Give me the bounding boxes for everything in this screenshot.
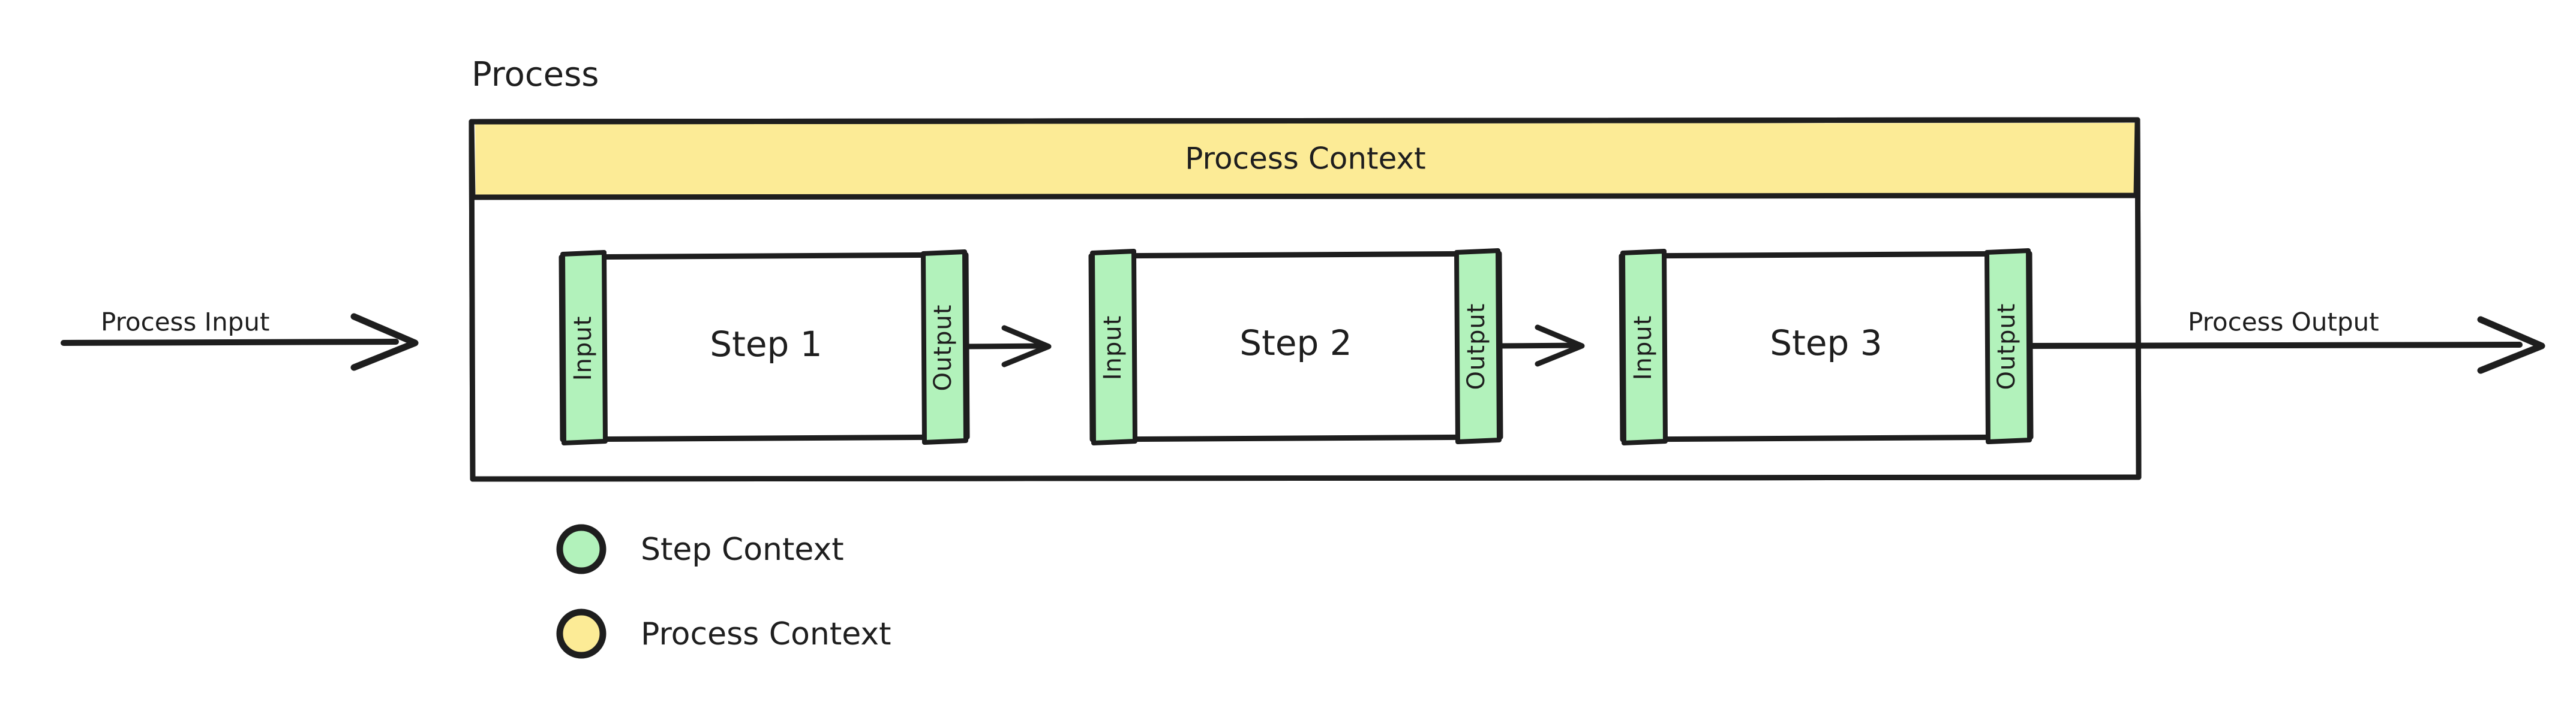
legend-item-process-context: Process Context xyxy=(556,608,891,659)
page-title: Process xyxy=(472,55,599,94)
legend-swatch-step-context xyxy=(560,528,603,571)
step-2-output-label: Output xyxy=(1463,303,1490,390)
process-context-label: Process Context xyxy=(1185,141,1425,176)
step-2-output-bar: Output xyxy=(1454,248,1502,444)
step-1-output-bar: Output xyxy=(921,249,968,445)
process-output-edge: Process Output xyxy=(2028,308,2545,374)
step-1-title: Step 1 xyxy=(710,324,822,364)
step-box-3[interactable]: Input Output Step 3 xyxy=(1619,248,2034,445)
step-3-output-bar: Output xyxy=(1984,248,2032,444)
step-box-1[interactable]: Input Output Step 1 xyxy=(559,249,970,445)
legend: Step Context Process Context xyxy=(556,524,891,659)
process-input-label: Process Input xyxy=(101,308,269,337)
step-1-output-label: Output xyxy=(929,305,957,391)
step-1-input-label: Input xyxy=(569,316,597,381)
legend-item-step-context: Step Context xyxy=(556,524,844,574)
connector-arrow-1 xyxy=(964,325,1052,367)
step-box-2[interactable]: Input Output Step 2 xyxy=(1088,248,1503,445)
step-3-title: Step 3 xyxy=(1770,323,1882,363)
legend-swatch-process-context xyxy=(560,612,603,655)
process-input-edge: Process Input xyxy=(61,308,419,371)
process-output-label: Process Output xyxy=(2188,308,2379,337)
step-2-title: Step 2 xyxy=(1239,323,1352,363)
step-2-input-label: Input xyxy=(1099,315,1127,381)
connector-arrow-2 xyxy=(1497,324,1585,367)
step-3-output-label: Output xyxy=(1993,303,2020,390)
legend-label-process-context: Process Context xyxy=(641,616,891,652)
step-3-input-bar: Input xyxy=(1620,249,1668,445)
process-context-band: Process Context xyxy=(469,117,2140,200)
step-3-input-label: Input xyxy=(1629,315,1657,381)
step-1-input-bar: Input xyxy=(560,250,608,445)
step-2-input-bar: Input xyxy=(1090,249,1137,445)
legend-label-step-context: Step Context xyxy=(641,532,844,568)
process-container-border xyxy=(469,117,2142,482)
